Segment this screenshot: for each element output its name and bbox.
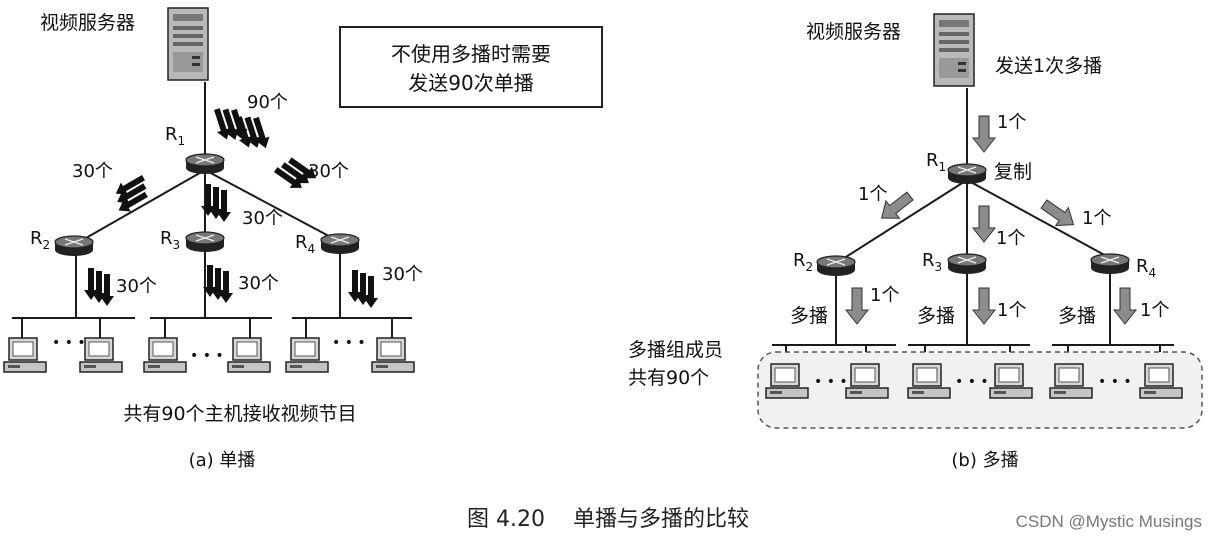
multicast-arrow-lan3	[1113, 287, 1137, 325]
unicast-host	[371, 337, 415, 373]
multicast-r1-label: R1	[926, 150, 946, 174]
unicast-host	[285, 337, 329, 373]
unicast-arrows-to-r2	[107, 171, 155, 217]
multicast-label-lan1: 多播	[790, 305, 828, 327]
watermark-text: CSDN @Mystic Musings	[1015, 512, 1202, 531]
unicast-note-box	[339, 26, 603, 108]
unicast-note-line1: 不使用多播时需要	[391, 42, 551, 66]
unicast-arrows-lan1	[84, 268, 114, 306]
multicast-arrow-to-r4	[1037, 194, 1081, 235]
multicast-count-to-r4: 1个	[1082, 208, 1111, 229]
multicast-links	[772, 88, 1174, 362]
multicast-r3-label: R3	[922, 250, 942, 274]
unicast-host	[79, 337, 123, 373]
unicast-r1-label: R1	[165, 124, 185, 148]
multicast-copy-label: 复制	[994, 161, 1032, 183]
unicast-server-label: 视频服务器	[40, 12, 135, 34]
multicast-group-line2: 共有90个	[628, 367, 709, 389]
unicast-ellipsis: • • •	[332, 335, 366, 351]
multicast-ellipsis: • • •	[814, 374, 848, 390]
multicast-label-lan2: 多播	[917, 305, 955, 327]
multicast-router-r2	[816, 255, 856, 277]
unicast-arrows-lan3	[348, 270, 378, 308]
unicast-router-r2	[54, 235, 94, 257]
unicast-video-server	[167, 7, 209, 81]
multicast-group-boundary	[757, 351, 1203, 429]
multicast-arrow-to-r3	[972, 205, 996, 243]
multicast-arrow-lan1	[845, 287, 869, 325]
unicast-count-90: 90个	[247, 92, 288, 113]
multicast-count-server-r1: 1个	[997, 112, 1026, 133]
unicast-router-r3	[185, 231, 225, 253]
unicast-hosts-caption: 共有90个主机接收视频节目	[123, 403, 356, 425]
unicast-count-to-r3: 30个	[242, 208, 283, 229]
unicast-r4-label: R4	[295, 232, 315, 256]
multicast-subcaption: (b) 多播	[951, 450, 1018, 471]
unicast-note-line2: 发送90次单播	[408, 71, 533, 95]
unicast-links	[12, 82, 412, 338]
multicast-label-lan3: 多播	[1058, 305, 1096, 327]
unicast-ellipsis: • • •	[190, 348, 224, 364]
multicast-router-r3	[947, 253, 987, 275]
unicast-r3-label: R3	[160, 228, 180, 252]
multicast-r4-label: R4	[1136, 256, 1156, 280]
unicast-r2-label: R2	[30, 228, 50, 252]
multicast-group-line1: 多播组成员	[628, 339, 723, 361]
multicast-count-to-r3: 1个	[996, 228, 1025, 249]
multicast-server-label: 视频服务器	[806, 21, 901, 43]
multicast-r2-label: R2	[793, 250, 813, 274]
unicast-count-to-r2: 30个	[72, 161, 113, 182]
multicast-router-r1	[947, 163, 987, 185]
multicast-ellipsis: • • •	[1098, 374, 1132, 390]
multicast-router-r4	[1090, 253, 1130, 275]
unicast-router-r4	[320, 233, 360, 255]
unicast-ellipsis: • • •	[52, 335, 86, 351]
multicast-video-server	[933, 13, 975, 87]
unicast-count-lan1: 30个	[116, 276, 157, 297]
multicast-arrow-lan2	[972, 287, 996, 325]
multicast-count-lan3: 1个	[1140, 300, 1169, 321]
multicast-count-to-r2: 1个	[858, 184, 887, 205]
unicast-count-to-r4: 30个	[308, 161, 349, 182]
multicast-server-note: 发送1次多播	[995, 55, 1102, 77]
unicast-host	[3, 337, 47, 373]
multicast-count-lan1: 1个	[870, 285, 899, 306]
unicast-subcaption: (a) 单播	[189, 450, 256, 471]
unicast-arrows-lan2	[203, 265, 233, 303]
unicast-router-r1	[185, 153, 225, 175]
multicast-arrow-server-r1	[972, 115, 996, 153]
figure-caption: 图 4.20 单播与多播的比较	[467, 507, 749, 532]
unicast-host	[143, 337, 187, 373]
multicast-panel: 视频服务器 发送1次多播 R1 R2 R3	[628, 13, 1203, 471]
unicast-panel: 视频服务器 不使用多播时需要 发送90次单播	[3, 7, 603, 471]
unicast-count-lan3: 30个	[382, 264, 423, 285]
unicast-count-lan2: 30个	[238, 273, 279, 294]
multicast-count-lan2: 1个	[997, 300, 1026, 321]
unicast-host	[227, 337, 271, 373]
multicast-ellipsis: • • •	[955, 374, 989, 390]
